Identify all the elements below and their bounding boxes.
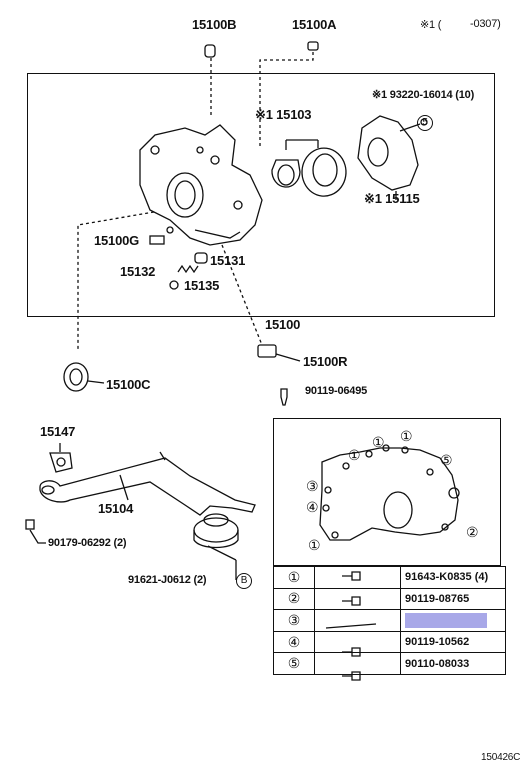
- inset-marker-1c: ①: [400, 428, 413, 444]
- oil-pump-assembly-frame: [27, 73, 495, 317]
- inset-marker-2: ②: [466, 524, 479, 540]
- oil-seal-15100c-shape: [63, 362, 89, 392]
- snap-ring-15135-shape: [169, 280, 179, 290]
- label-15104[interactable]: 15104: [98, 501, 134, 516]
- diagram-id: 150426C: [481, 752, 521, 763]
- bolt-icon-cell: [314, 566, 401, 589]
- inset-marker-5: ⑤: [440, 452, 453, 468]
- label-15100[interactable]: 15100: [265, 317, 301, 332]
- legend-row[interactable]: ① 91643-K0835 (4): [273, 566, 506, 589]
- inset-marker-4: ④: [306, 499, 319, 515]
- legend-part-number[interactable]: 91643-K0835 (4): [400, 566, 506, 589]
- label-93220-16014[interactable]: ※1 93220-16014 (10): [372, 89, 475, 101]
- bolt-location-inset-frame: [273, 418, 501, 566]
- label-15132[interactable]: 15132: [120, 264, 156, 279]
- label-15135[interactable]: 15135: [184, 278, 220, 293]
- gasket-15147-shape: [49, 452, 73, 473]
- relief-valve-15131-shape: [194, 252, 208, 264]
- bolt-icon-cell: [314, 587, 401, 611]
- legend-num: ④: [273, 630, 315, 654]
- legend-num: ③: [273, 609, 315, 632]
- legend-row[interactable]: ⑤ 90110-08033: [273, 652, 506, 675]
- bolt-icon-cell: [314, 630, 401, 654]
- circle-marker-b: B: [236, 573, 252, 589]
- legend-num: ②: [273, 587, 315, 611]
- inset-marker-1b: ①: [372, 434, 385, 450]
- bolt-icon-cell: [314, 652, 401, 675]
- bolt-legend-table: ① 91643-K0835 (4) ② 90119-08765 ③ ④ 9011…: [273, 566, 506, 675]
- oil-pump-body-shape: [139, 124, 263, 246]
- sensor-15100r-shape: [257, 344, 277, 358]
- legend-part-number[interactable]: 90119-10562: [400, 630, 506, 654]
- legend-num: ⑤: [273, 652, 315, 675]
- applicability-note-mark: ※1 (: [420, 19, 442, 31]
- label-15100a[interactable]: 15100A: [292, 17, 337, 32]
- inset-marker-1d: ①: [308, 537, 321, 553]
- applicability-note-range: -0307): [470, 18, 501, 30]
- timing-cover-outline-shape: [319, 447, 459, 541]
- label-90119-06495[interactable]: 90119-06495: [305, 385, 368, 397]
- legend-row[interactable]: ② 90119-08765: [273, 587, 506, 611]
- label-91621-j0612[interactable]: 91621-J0612 (2): [128, 574, 207, 586]
- pin-15100a-shape: [307, 41, 319, 51]
- part-number-highlight: [405, 612, 487, 628]
- pump-cover-plate-shape: [357, 115, 419, 191]
- legend-part-number[interactable]: 90119-08765: [400, 587, 506, 611]
- rotor-inner-shape: [271, 159, 301, 188]
- bolt-90119-06495-shape: [280, 388, 288, 406]
- legend-part-number-highlighted[interactable]: [400, 609, 506, 632]
- label-15100r[interactable]: 15100R: [303, 354, 348, 369]
- oil-strainer-15104-shape: [39, 457, 256, 516]
- oring-15100b-shape: [204, 44, 216, 58]
- label-15131[interactable]: 15131: [210, 253, 246, 268]
- legend-num: ①: [273, 566, 315, 589]
- label-15100g[interactable]: 15100G: [94, 233, 140, 248]
- rotor-outer-shape: [301, 147, 347, 197]
- nut-90179-shape: [25, 519, 35, 530]
- legend-row[interactable]: ③: [273, 609, 506, 632]
- label-15147[interactable]: 15147: [40, 424, 76, 439]
- inset-marker-1e: ①: [346, 540, 347, 541]
- inset-marker-1a: ①: [348, 447, 361, 463]
- inset-marker-3: ③: [306, 478, 319, 494]
- label-15103[interactable]: ※1 15103: [255, 107, 312, 122]
- legend-part-number[interactable]: 90110-08033: [400, 652, 506, 675]
- label-90179-06292[interactable]: 90179-06292 (2): [48, 537, 127, 549]
- stud-icon-cell: [314, 609, 401, 632]
- plug-15100g-shape: [149, 235, 165, 245]
- circle-marker-5: 5: [417, 115, 433, 131]
- label-15100b[interactable]: 15100B: [192, 17, 237, 32]
- label-15115[interactable]: ※1 15115: [364, 191, 420, 206]
- legend-row[interactable]: ④ 90119-10562: [273, 630, 506, 654]
- label-15100c[interactable]: 15100C: [106, 377, 151, 392]
- relief-spring-15132-shape: [177, 264, 199, 274]
